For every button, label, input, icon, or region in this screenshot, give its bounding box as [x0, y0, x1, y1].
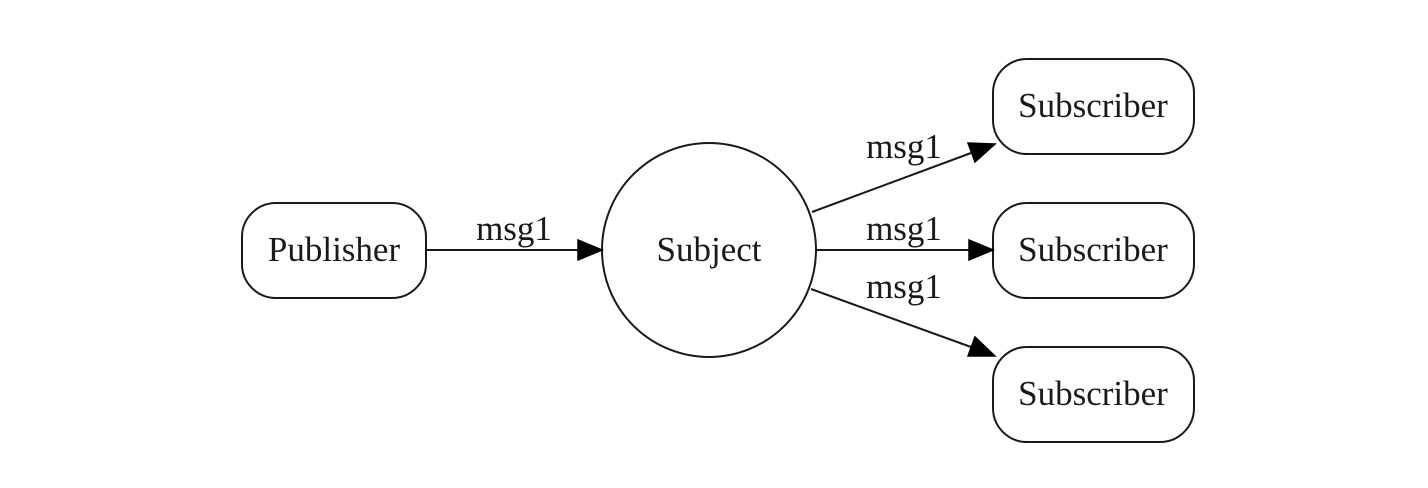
edge-label: msg1 [866, 209, 942, 248]
subscriber-node-bottom-box [992, 346, 1195, 443]
subscriber-middle-label: Subscriber [1018, 230, 1168, 269]
edge-subject-subscriber-bottom: msg1 [810, 267, 997, 357]
edge-label: msg1 [866, 267, 942, 306]
edge-line [810, 288, 972, 348]
publisher-label: Publisher [268, 230, 401, 269]
subscriber-node-middle: Subscriber [992, 202, 1195, 299]
edge-label: msg1 [476, 209, 552, 248]
subscriber-node-top-box [992, 58, 1195, 155]
edge-line [811, 152, 972, 213]
subscriber-node-bottom: Subscriber [992, 346, 1195, 443]
edge-subject-subscriber-top: msg1 [811, 127, 997, 213]
arrowhead-icon [968, 238, 995, 262]
subscriber-bottom-label: Subscriber [1018, 374, 1168, 413]
arrowhead-icon [966, 335, 997, 357]
subscriber-node-top: Subscriber [992, 58, 1195, 155]
subscriber-top-label: Subscriber [1018, 86, 1168, 125]
arrowhead-icon [966, 142, 997, 164]
edge-subject-subscriber-middle: msg1 [816, 209, 995, 262]
subject-node: Subject [601, 142, 817, 358]
arrowhead-icon [577, 238, 604, 262]
publisher-node: Publisher [241, 202, 427, 299]
subject-label: Subject [657, 230, 762, 269]
edge-publisher-subject: msg1 [426, 209, 604, 262]
edge-label: msg1 [866, 127, 942, 166]
